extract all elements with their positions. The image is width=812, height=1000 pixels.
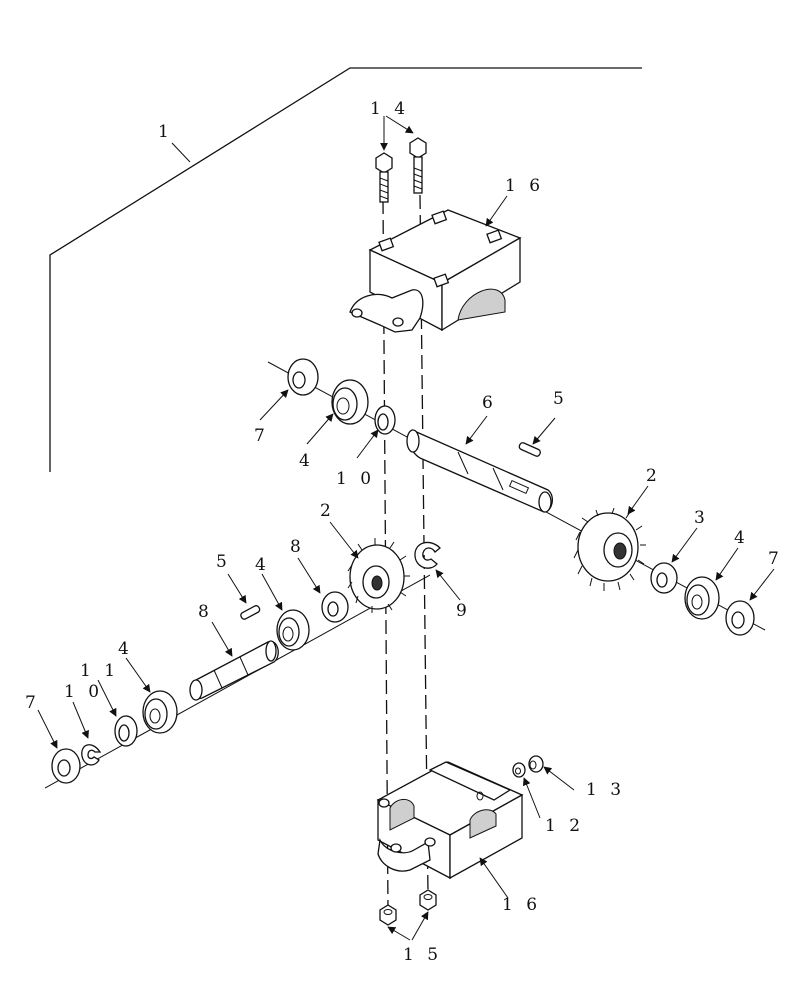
callout-7-right: 7 (768, 549, 783, 569)
input-shaft-axis (44, 574, 431, 789)
callout-3: 3 (694, 508, 709, 528)
callout-10-middle: 9 (456, 601, 471, 621)
bearing-lower-left (142, 690, 178, 734)
upper-housing (349, 209, 522, 333)
callout-14: 1 4 (370, 99, 409, 119)
alignment-line-left (382, 199, 389, 911)
callout-7-lower: 7 (25, 693, 40, 713)
input-shaft (189, 640, 279, 701)
nut-left (379, 904, 397, 926)
callout-1: 1 (158, 122, 173, 142)
assembly-bracket-line (49, 67, 642, 472)
drain-plug (528, 755, 544, 773)
callout-10-lower: 1 0 (64, 682, 103, 702)
callout-16-lower: 1 6 (502, 895, 541, 915)
bolt-left (375, 152, 393, 203)
key-lower (240, 605, 261, 620)
circlip-lower (81, 744, 102, 766)
callout-labels: 1 1 4 1 6 7 4 1 0 6 5 2 2 9 3 4 7 8 4 5 … (25, 99, 783, 965)
callout-15: 1 5 (403, 945, 442, 965)
nut-right (419, 889, 437, 911)
lower-housing (376, 761, 524, 880)
leader-lines (37, 115, 775, 941)
callout-2-right: 2 (646, 466, 661, 486)
bearing-lower-mid (276, 609, 310, 651)
callout-8: 8 (198, 602, 213, 622)
bearing-right (684, 576, 720, 620)
washer-upper-left (287, 358, 319, 396)
callout-13: 1 3 (586, 780, 625, 800)
plug-washer (512, 762, 526, 778)
snap-ring-lower (114, 715, 138, 747)
output-shaft (406, 429, 554, 513)
gear-middle (347, 538, 410, 613)
callout-11-lower: 1 1 (80, 661, 119, 681)
callout-5-lower: 5 (216, 552, 231, 572)
callout-6: 6 (482, 393, 497, 413)
callout-9: 8 (290, 537, 305, 557)
snap-ring-upper (374, 405, 396, 435)
callout-16-upper: 1 6 (505, 176, 544, 196)
callout-4-upper: 4 (299, 451, 314, 471)
snap-ring-middle (414, 541, 441, 569)
callout-5-upper: 5 (553, 389, 568, 409)
washer-lower-left (51, 748, 81, 784)
callout-4-lower: 4 (118, 639, 133, 659)
callout-4-mid: 4 (255, 555, 270, 575)
key-upper (518, 442, 541, 457)
callout-11-upper: 1 0 (336, 469, 375, 489)
callout-7-upper: 7 (254, 426, 269, 446)
callout-4-right: 4 (734, 528, 749, 548)
callout-12: 1 2 (545, 816, 584, 836)
bearing-upper-left (331, 379, 369, 425)
bolt-right (409, 137, 427, 194)
spacer-right (650, 562, 678, 594)
washer-right (725, 600, 755, 636)
callout-2-middle: 2 (320, 501, 335, 521)
gear-right (573, 507, 646, 591)
spacer-lower (321, 591, 349, 623)
